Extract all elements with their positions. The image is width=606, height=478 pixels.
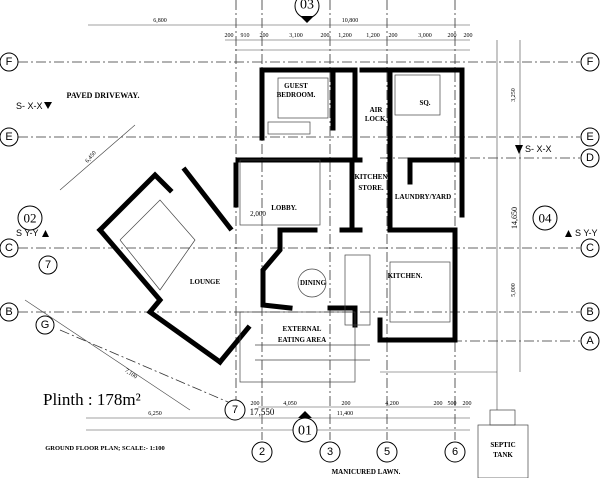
dim-right-upper: 3,250 xyxy=(511,88,517,102)
section-yy-right: S Y-Y xyxy=(575,228,598,238)
room-kitchen-store: KITCHEN xyxy=(354,173,387,181)
room-laundry-yard: LAUNDRY/YARD xyxy=(395,193,451,201)
grid-3: 3 xyxy=(327,446,333,458)
section-markers: 03 01 02 04 S- X-X S- X-X S Y-Y S Y-Y xyxy=(16,0,598,443)
interior-details xyxy=(119,74,529,478)
dim-top-seg: 3,100 xyxy=(289,33,303,39)
dim-bottom-seg: 4,200 xyxy=(385,401,399,407)
drawing-title: GROUND FLOOR PLAN; SCALE:- 1:100 xyxy=(45,445,165,452)
section-xx-right: S- X-X xyxy=(525,144,552,154)
dim-top-seg: 200 xyxy=(389,33,398,39)
dim-bottom-seg: 4,050 xyxy=(283,401,297,407)
dim-top-seg: 1,200 xyxy=(338,33,352,39)
room-labels: GUEST BEDROOM. AIR LOCK. SQ. KITCHEN STO… xyxy=(190,82,451,344)
dim-top-seg: 200 xyxy=(464,33,473,39)
dim-top-left: 6,800 xyxy=(153,18,167,24)
room-kitchen-store-line2: STORE. xyxy=(358,184,384,192)
grid-d-right: D xyxy=(586,152,594,164)
dim-top-seg: 200 xyxy=(225,33,234,39)
grid-2: 2 xyxy=(259,446,265,458)
dim-bottom-seg: 200 xyxy=(434,401,443,407)
section-xx-left: S- X-X xyxy=(16,101,43,111)
room-dining: DINING xyxy=(300,279,327,287)
dimension-lines xyxy=(24,24,521,431)
room-air-lock-line2: LOCK. xyxy=(365,115,388,123)
dim-bottom-right: 11,400 xyxy=(337,411,353,417)
dim-top-seg: 910 xyxy=(241,33,250,39)
grid-bubbles: F F E E D C C B B A G 7 7 2 3 5 6 xyxy=(0,52,600,463)
grid-a-right: A xyxy=(586,335,594,347)
dim-top-seg: 200 xyxy=(321,33,330,39)
grid-e-left: E xyxy=(5,131,12,143)
section-01: 01 xyxy=(298,424,312,439)
dim-bottom-seg: 200 xyxy=(342,401,351,407)
grid-7-left: 7 xyxy=(45,259,51,271)
grid-6: 6 xyxy=(452,446,458,458)
septic-tank-label-line2: TANK xyxy=(493,451,513,459)
section-04: 04 xyxy=(539,211,553,226)
room-external-eating-line2: EATING AREA xyxy=(278,336,326,344)
walls xyxy=(96,67,465,366)
room-guest-bedroom: GUEST xyxy=(284,82,308,90)
dim-bottom-seg: 200 xyxy=(463,401,472,407)
dim-top-seg: 200 xyxy=(448,33,457,39)
grid-c-left: C xyxy=(5,242,13,254)
room-sq: SQ. xyxy=(419,99,430,107)
dim-bottom-left: 6,250 xyxy=(148,411,162,417)
grid-g: G xyxy=(41,319,50,331)
septic-tank-label: SEPTIC xyxy=(490,441,515,449)
dim-diag: 7,100 xyxy=(123,368,138,381)
dim-bottom-seg: 200 xyxy=(251,401,260,407)
grid-7-bottom: 7 xyxy=(232,404,238,416)
dim-right-lower: 5,000 xyxy=(511,283,517,297)
grid-lines xyxy=(18,0,580,440)
dim-top-seg: 1,200 xyxy=(366,33,380,39)
driveway-label: PAVED DRIVEWAY. xyxy=(67,91,140,100)
lawn-label: MANICURED LAWN. xyxy=(332,468,401,476)
room-air-lock: AIR xyxy=(370,106,384,114)
room-external-eating: EXTERNAL xyxy=(283,325,322,333)
dim-top-right: 10,800 xyxy=(342,18,359,24)
grid-e-right: E xyxy=(586,131,593,143)
room-kitchen: KITCHEN. xyxy=(388,272,423,280)
dim-right-total: 14,650 xyxy=(510,207,519,229)
section-02: 02 xyxy=(24,211,37,226)
grid-b-left: B xyxy=(5,306,12,318)
room-lobby: LOBBY. xyxy=(271,204,297,212)
dim-top-seg: 3,000 xyxy=(418,33,432,39)
dim-bottom-seg: 500 xyxy=(448,401,457,407)
grid-5: 5 xyxy=(384,446,390,458)
dim-lobby: 2,000 xyxy=(250,210,266,218)
dim-top-seg: 200 xyxy=(260,33,269,39)
room-lounge: LOUNGE xyxy=(190,278,221,286)
grid-f-right: F xyxy=(587,56,594,68)
grid-f-left: F xyxy=(6,56,13,68)
section-yy-left: S Y-Y xyxy=(16,228,39,238)
dim-bottom-total: 17,550 xyxy=(250,407,275,417)
section-03: 03 xyxy=(300,0,314,13)
room-guest-bedroom-line2: BEDROOM. xyxy=(277,91,316,99)
grid-c-right: C xyxy=(586,242,594,254)
dim-diag: 6,450 xyxy=(85,150,98,164)
grid-b-right: B xyxy=(586,306,593,318)
dimension-texts: 6,800 10,800 17,550 6,250 11,400 4,050 4… xyxy=(85,18,519,417)
plinth-area: Plinth : 178m² xyxy=(43,390,141,409)
